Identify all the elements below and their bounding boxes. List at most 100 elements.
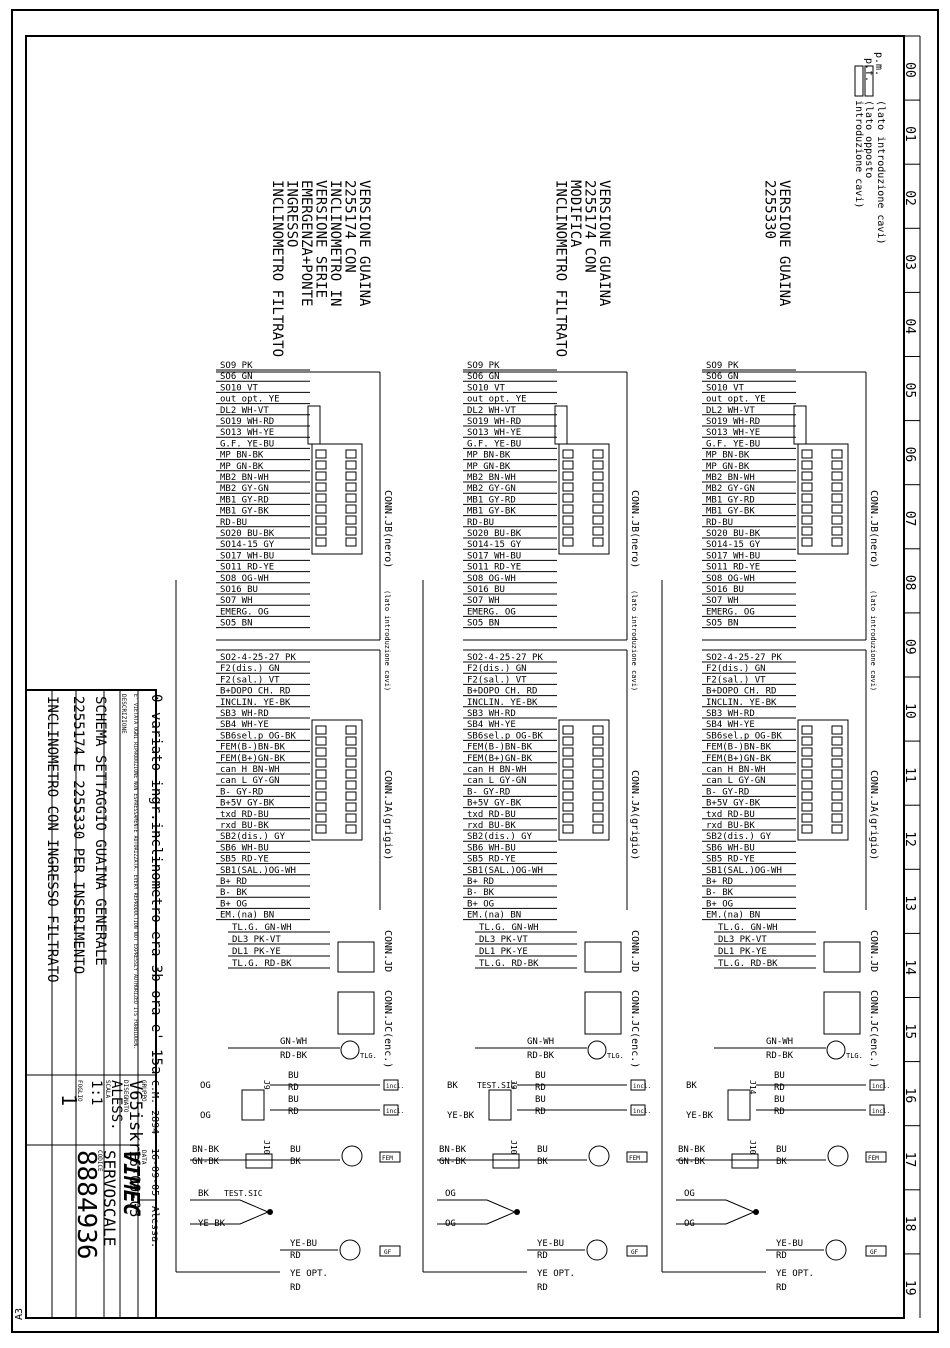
ja-pin — [315, 736, 327, 746]
title-line-3: INCLINOMETRO CON INGRESSO FILTRATO — [44, 696, 60, 983]
ja-wire-label: SB6 WH-BU — [706, 843, 755, 853]
input-wire-label: OG — [445, 1189, 456, 1199]
ja-wire-label: SB4 WH-YE — [220, 720, 269, 730]
revision-signature: Alessa. — [149, 1206, 160, 1248]
ja-wire-label: B- GY-RD — [467, 787, 510, 797]
conn-jc-label: CONN.JC(enc.) — [629, 990, 640, 1068]
zone-number: 10 — [902, 703, 917, 719]
ja-pin — [592, 747, 604, 757]
conn-jb-label: CONN.JB(nero) — [629, 490, 640, 568]
ja-wire-label: SB2(dis.) GY — [467, 832, 533, 842]
legend-male-symbol — [854, 65, 864, 97]
conn-jd-label: CONN.JD — [868, 930, 879, 972]
incl-connector — [241, 1089, 265, 1121]
version-heading-line: INCLINOMETRO FILTRATO — [553, 180, 569, 357]
designer-value: ALESS. — [108, 1080, 124, 1131]
gf-sensor-symbol — [825, 1239, 847, 1261]
legend-line3: introduzione cavi) — [853, 100, 864, 208]
jb-wire-label: SO5 BN — [706, 619, 739, 629]
tlg-wire-label: RD-BK — [766, 1051, 794, 1061]
incl-connector — [727, 1089, 751, 1121]
fem-wire-label: BU — [290, 1145, 301, 1155]
jb-pin — [801, 537, 813, 547]
version-heading-line: EMERGENZA+PONTE — [298, 180, 314, 306]
conn-ja-label: CONN.JA(grigio) — [629, 770, 640, 860]
jb-pin — [315, 471, 327, 481]
jb-pin — [801, 493, 813, 503]
jb-wire-label: SO16 BU — [706, 585, 744, 595]
gf-wire-label: RD — [776, 1283, 787, 1293]
jd-wire-label: DL1 PK-YE — [718, 947, 767, 957]
conn-jb-label: CONN.JB(nero) — [382, 490, 393, 568]
ja-wire-label: B+ OG — [706, 899, 733, 909]
jd-wire-label: TL.G. RD-BK — [232, 959, 292, 969]
jb-pin — [345, 537, 357, 547]
ja-pin — [345, 824, 357, 834]
ja-pin — [562, 780, 574, 790]
gf-wire-label: YE-BU — [776, 1239, 803, 1249]
input-wire-label: YE-BK — [447, 1111, 475, 1121]
fem-wire-label: BK — [537, 1157, 548, 1167]
brand-logo: VIMEC — [118, 1150, 143, 1217]
title-line-2: 2255174 E 2255330 PER INSERIMENTO — [70, 696, 86, 974]
ja-wire-label: EM.(na) BN — [220, 911, 274, 921]
ja-pin — [831, 780, 843, 790]
conn-jc-label: CONN.JC(enc.) — [868, 990, 879, 1068]
jb-pin — [801, 504, 813, 514]
ja-wire-label: B+ RD — [467, 877, 494, 887]
switch-node — [267, 1209, 273, 1215]
jb-signal-block — [554, 405, 568, 445]
ja-pin — [592, 813, 604, 823]
gf-wire-label: YE OPT. — [537, 1269, 575, 1279]
jb-wire-label: SO17 WH-BU — [220, 551, 274, 561]
ja-wire-label: SB3 WH-RD — [706, 709, 755, 719]
tlg-label: TLG. — [607, 1052, 624, 1060]
jb-wire-label: SO19 WH-RD — [706, 417, 760, 427]
ja-pin — [562, 736, 574, 746]
ja-wire-label: can L GY-GN — [467, 776, 527, 786]
cable-side-label: (lato introduzione cavi) — [383, 590, 391, 691]
ja-wire-label: B- GY-RD — [220, 787, 263, 797]
zone-number: 13 — [902, 895, 917, 911]
ja-wire-label: SO2-4-25-27 PK — [467, 653, 543, 663]
fem-wire-label: GN-BK — [439, 1157, 467, 1167]
ja-pin — [562, 769, 574, 779]
jb-pin — [592, 537, 604, 547]
incl-label: incl. — [386, 1108, 404, 1115]
jb-wire-label: SO20 BU-BK — [467, 529, 522, 539]
conn-jc-label: CONN.JC(enc.) — [382, 990, 393, 1068]
ja-pin — [801, 769, 813, 779]
jb-wire-label: MB2 GY-GN — [706, 484, 755, 494]
jb-wire-label: MP GN-BK — [706, 462, 750, 472]
incl-terminal — [383, 1079, 399, 1091]
ja-pin — [315, 780, 327, 790]
connector-j-label: J14 — [748, 1080, 757, 1095]
ja-pin — [831, 813, 843, 823]
fem-connector — [245, 1153, 273, 1169]
jb-wire-label: SO7 WH — [706, 596, 739, 606]
zone-number: 07 — [902, 511, 917, 527]
tlg-wire-label: GN-WH — [766, 1037, 793, 1047]
jb-wire-label: SO5 BN — [467, 619, 500, 629]
conn-jb-label: CONN.JB(nero) — [868, 490, 879, 568]
ja-pin — [831, 725, 843, 735]
ja-pin — [801, 747, 813, 757]
ja-wire-label: SB5 RD-YE — [220, 855, 269, 865]
fem-wire-label: BN-BK — [192, 1145, 220, 1155]
zone-number: 03 — [902, 254, 917, 270]
incl-label: incl. — [633, 1108, 651, 1115]
version-heading-line: VERSIONE GUAINA — [356, 180, 372, 307]
jb-wire-label: SO14-15 GY — [706, 540, 761, 550]
tlg-wire-label: GN-WH — [280, 1037, 307, 1047]
jb-pin — [562, 504, 574, 514]
ja-connector-body — [311, 719, 363, 841]
version-heading-line: 2255330 — [762, 180, 778, 239]
gf-wire-label: RD — [537, 1251, 548, 1261]
jb-wire-label: MP BN-BK — [706, 451, 750, 461]
incl-terminal — [869, 1104, 885, 1116]
cable-side-label: (lato introduzione cavi) — [869, 590, 877, 691]
jb-pin — [592, 526, 604, 536]
jb-pin — [592, 515, 604, 525]
ja-wire-label: SB5 RD-YE — [467, 855, 516, 865]
